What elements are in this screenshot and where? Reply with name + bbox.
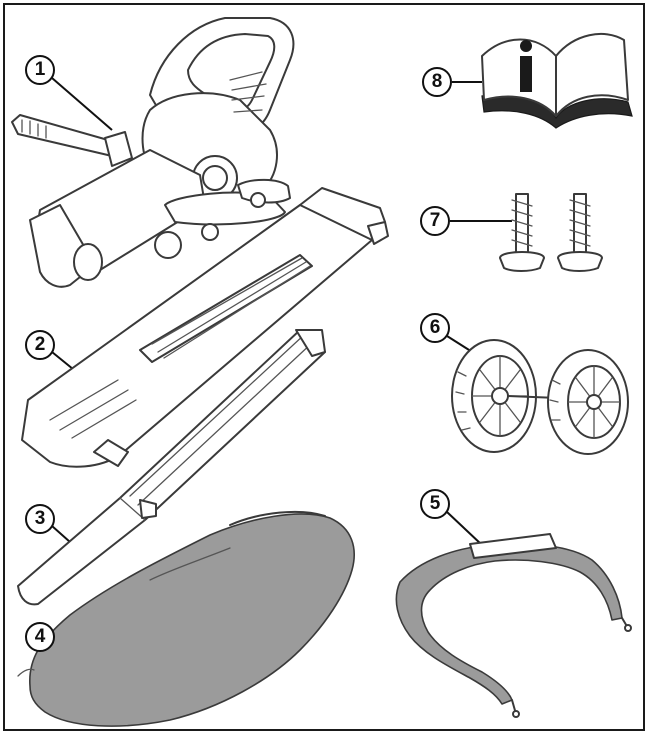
callout-5: 5 [420, 489, 450, 519]
callout-8: 8 [422, 67, 452, 97]
callout-1: 1 [25, 55, 55, 85]
lower-tube [17, 329, 326, 606]
callout-7: 7 [420, 206, 450, 236]
instruction-manual [481, 33, 633, 129]
blower-vacuum-body [11, 17, 295, 288]
shoulder-strap [395, 533, 632, 718]
upper-tube [21, 187, 389, 468]
wheels [451, 339, 629, 455]
callout-6: 6 [420, 313, 450, 343]
callout-2: 2 [25, 330, 55, 360]
screws [499, 193, 603, 272]
callout-4: 4 [25, 622, 55, 652]
callout-3: 3 [25, 504, 55, 534]
collection-bag [17, 510, 355, 727]
